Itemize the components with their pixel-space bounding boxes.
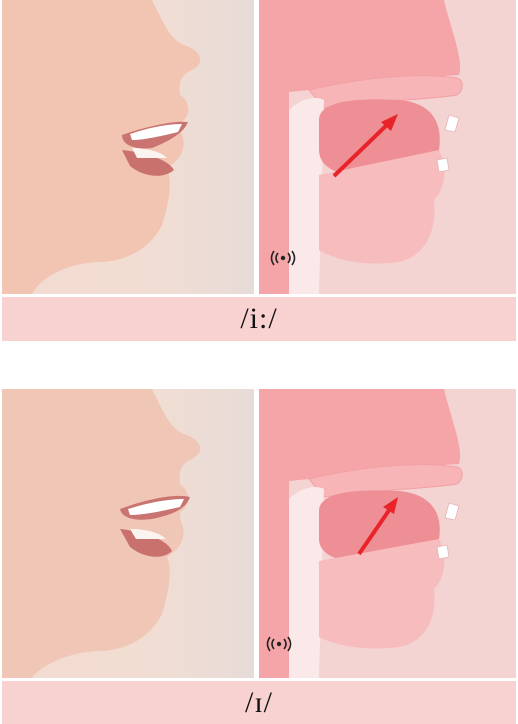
mouth-diagram — [259, 0, 516, 294]
mouth-diagram — [259, 389, 516, 678]
caption-bar: /ɪ/ — [2, 681, 516, 724]
sound-wave-icon — [265, 636, 293, 652]
sound-wave-icon — [269, 250, 297, 266]
caption-bar: /i:/ — [2, 297, 516, 341]
face-profile-photo — [2, 0, 254, 294]
phoneme-symbol: /ɪ/ — [244, 685, 273, 719]
phoneme-card-2: /ɪ/ — [2, 389, 516, 724]
phoneme-card-1: /i:/ — [2, 0, 516, 341]
tongue-direction-arrow — [332, 119, 393, 178]
face-profile-photo — [2, 389, 254, 678]
tongue-direction-arrow — [357, 504, 394, 556]
phoneme-symbol: /i:/ — [240, 302, 278, 335]
